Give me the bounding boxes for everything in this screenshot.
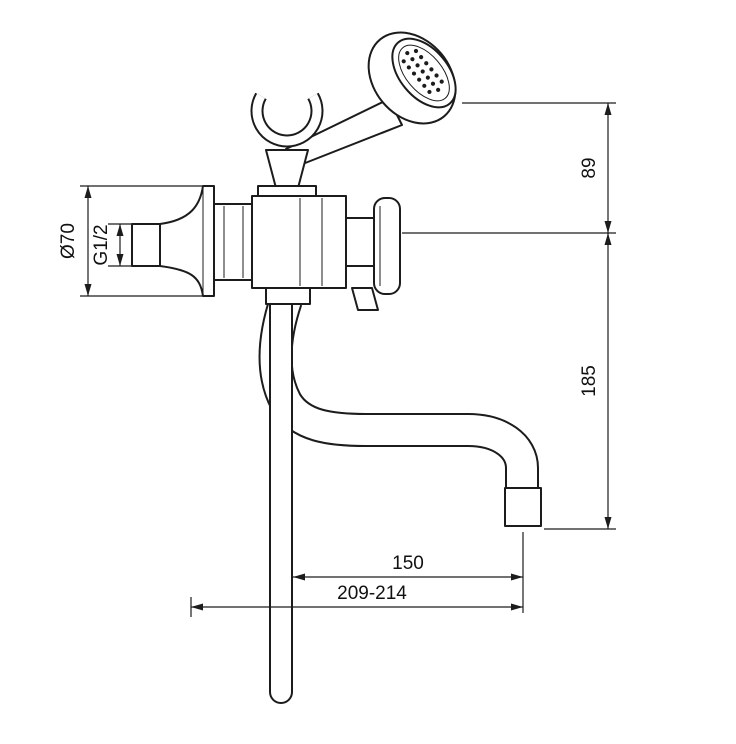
arrowhead-icon [604, 103, 612, 115]
spout-tube-outline [258, 294, 539, 490]
spout-outlet-tip [504, 487, 542, 527]
dim-holder-height-label: 89 [579, 157, 600, 178]
diverter-lever [351, 287, 379, 311]
arrowhead-icon [511, 603, 523, 611]
arrowhead-icon [84, 186, 92, 198]
diverter-knob [373, 197, 401, 295]
diverter-neck [345, 217, 375, 267]
spray-nozzle-dots-icon [401, 48, 444, 95]
wall-thread-stub [131, 223, 161, 267]
dim-thread-size-label: G1/2 [91, 224, 112, 265]
holder-cradle-core [252, 93, 322, 146]
arrowhead-icon [511, 573, 523, 581]
arrowhead-icon [191, 603, 203, 611]
arrowhead-icon [604, 233, 612, 245]
handshower [285, 31, 457, 168]
dim-spout-drop-label: 185 [579, 365, 600, 397]
body-barrel [251, 195, 347, 289]
holder-cone [265, 149, 309, 189]
arrowhead-icon [604, 517, 612, 529]
spout-tube-core [260, 295, 537, 490]
arrowhead-icon [84, 284, 92, 296]
dim-flange-diameter-label: Ø70 [58, 223, 79, 259]
dim-spout-reach-label: 150 [392, 553, 424, 574]
mixer-body [131, 185, 401, 311]
arrowhead-icon [293, 573, 305, 581]
dimensions: Ø70 G1/2 89 185 150 209-214 [58, 102, 616, 617]
wall-flange [159, 185, 215, 297]
spout [258, 294, 542, 527]
arrowhead-icon [116, 224, 124, 236]
arrowhead-icon [116, 254, 124, 266]
connection-nut [213, 203, 253, 281]
arrowhead-icon [604, 221, 612, 233]
dim-total-depth-label: 209-214 [337, 583, 407, 604]
handshower-faceplate-inner-ring [398, 44, 450, 102]
